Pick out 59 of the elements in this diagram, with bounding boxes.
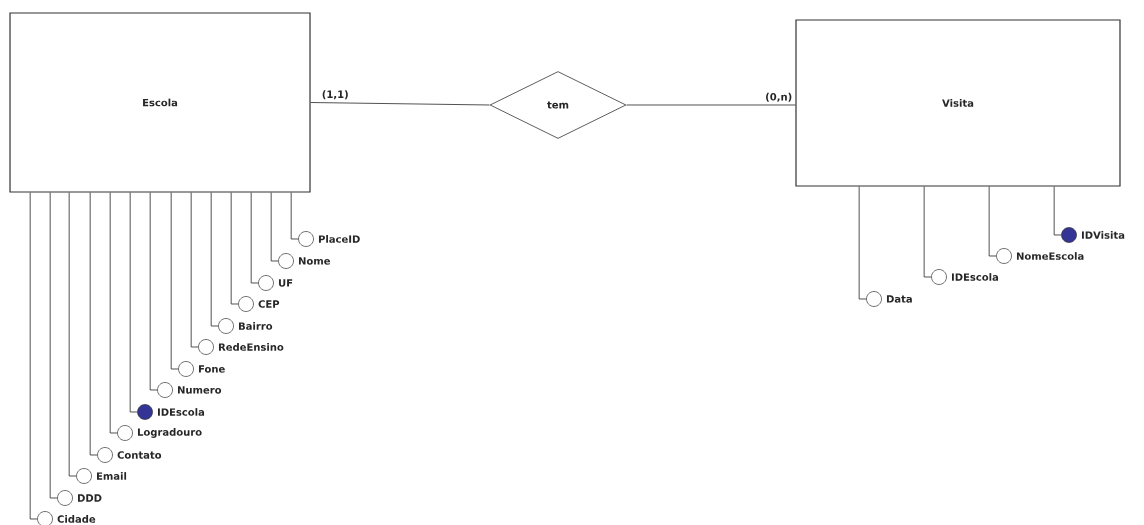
- entity-box: Visita: [795, 19, 1121, 187]
- connector-line: [988, 186, 997, 257]
- attribute-name: Cidade: [57, 515, 96, 523]
- attribute-name: Nome: [299, 257, 330, 265]
- attribute-circle: [278, 253, 294, 269]
- attribute-circle: [157, 382, 173, 398]
- attribute-circle: [76, 468, 92, 484]
- attribute-circle: [178, 361, 194, 377]
- connector-line: [230, 192, 239, 305]
- connector-line: [29, 192, 38, 520]
- attribute-name: RedeEnsino: [219, 343, 284, 351]
- cardinality-label: (0,n): [764, 91, 794, 103]
- connector-line: [1053, 186, 1062, 236]
- attribute-name: Email: [97, 472, 127, 480]
- connector-line: [626, 104, 796, 106]
- attribute-name: IDEscola: [158, 408, 205, 416]
- attribute-name: DDD: [78, 494, 102, 502]
- connector-line: [129, 192, 138, 413]
- connector-line: [68, 192, 77, 477]
- attribute-name: NomeEscola: [1016, 252, 1084, 260]
- connector-line: [190, 192, 199, 348]
- connector-line: [310, 102, 490, 106]
- attribute-circle: [238, 296, 254, 312]
- cardinality-label: (1,1): [320, 89, 350, 101]
- attribute-circle: [198, 339, 214, 355]
- attribute-circle: [57, 490, 73, 506]
- key-attribute-dot: [1061, 227, 1077, 243]
- attribute-circle: [218, 318, 234, 334]
- attribute-name: Numero: [178, 386, 222, 394]
- attribute-name: UF: [279, 279, 293, 287]
- connector-line: [290, 192, 299, 240]
- attribute-circle: [258, 275, 274, 291]
- connector-line: [923, 186, 932, 278]
- connector-line: [49, 192, 58, 499]
- attribute-name: Bairro: [239, 322, 273, 330]
- attribute-circle: [298, 231, 314, 247]
- attribute-name: Contato: [117, 451, 162, 459]
- connector-line: [89, 192, 98, 456]
- connector-line: [149, 192, 158, 391]
- attribute-circle: [866, 291, 882, 307]
- connector-line: [858, 186, 867, 300]
- attribute-name: IDVisita: [1081, 231, 1125, 239]
- attribute-circle: [97, 447, 113, 463]
- attribute-circle: [117, 425, 133, 441]
- attribute-circle: [931, 269, 947, 285]
- attribute-name: Data: [886, 295, 912, 303]
- attribute-name: PlaceID: [319, 235, 360, 243]
- connector-line: [270, 192, 279, 262]
- attribute-name: Fone: [199, 365, 225, 373]
- connector-line: [170, 192, 179, 370]
- key-attribute-dot: [137, 404, 153, 420]
- attribute-circle: [996, 248, 1012, 264]
- attribute-name: CEP: [258, 300, 280, 308]
- attribute-name: IDEscola: [951, 273, 999, 281]
- connector-line: [250, 192, 259, 284]
- entity-box: Escola: [9, 12, 311, 193]
- connector-line: [210, 192, 219, 327]
- connector-line: [109, 192, 118, 434]
- attribute-name: Logradouro: [138, 428, 202, 438]
